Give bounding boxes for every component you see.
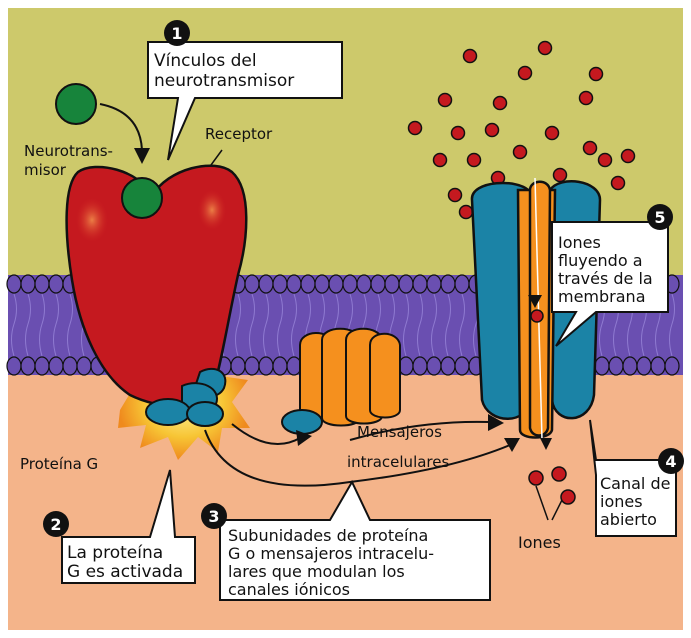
- lipid-head: [231, 357, 245, 375]
- lipid-head: [399, 357, 413, 375]
- ions-label: Iones: [518, 533, 561, 552]
- lipid-head: [413, 357, 427, 375]
- lipid-head: [441, 357, 455, 375]
- lipid-head: [7, 357, 21, 375]
- neurotransmitter-free: [56, 84, 96, 124]
- lipid-head: [595, 357, 609, 375]
- lipid-head: [21, 275, 35, 293]
- lipid-head: [49, 275, 63, 293]
- ion-in-channel: [531, 310, 543, 322]
- step-1-number: 1: [171, 24, 182, 43]
- lipid-head: [329, 275, 343, 293]
- g-protein-label: Proteína G: [20, 455, 98, 473]
- step-4-line-2: iones: [600, 492, 643, 511]
- step-4-number: 4: [665, 452, 676, 471]
- lipid-head: [259, 275, 273, 293]
- ion: [514, 146, 527, 159]
- lipid-head: [35, 357, 49, 375]
- lipid-head: [63, 357, 77, 375]
- lipid-head: [315, 275, 329, 293]
- lipid-head: [399, 275, 413, 293]
- neurotransmitter-label-1: Neurotrans-: [24, 142, 113, 160]
- lipid-head: [7, 275, 21, 293]
- ion: [580, 92, 593, 105]
- lipid-head: [623, 357, 637, 375]
- lipid-head: [35, 275, 49, 293]
- lipid-head: [21, 357, 35, 375]
- ion: [449, 189, 462, 202]
- step-4-line-1: Canal de: [600, 474, 670, 493]
- ion: [460, 206, 473, 219]
- ion: [554, 169, 567, 182]
- lipid-head: [245, 357, 259, 375]
- ion: [439, 94, 452, 107]
- lipid-head: [427, 275, 441, 293]
- step-5-line-2: fluyendo a: [558, 251, 643, 270]
- receptor-highlight-left: [76, 198, 108, 242]
- lipid-head: [455, 357, 469, 375]
- ion: [468, 154, 481, 167]
- ion: [519, 67, 532, 80]
- messengers-label-1: Mensajeros: [357, 423, 442, 441]
- lipid-head: [357, 275, 371, 293]
- step-4-line-3: abierto: [600, 510, 657, 529]
- ion: [584, 142, 597, 155]
- receptor-label: Receptor: [205, 125, 273, 143]
- lipid-head: [77, 357, 91, 375]
- step-1-line-1: Vínculos del: [154, 51, 257, 71]
- lipid-head: [455, 275, 469, 293]
- ion: [464, 50, 477, 63]
- messenger-subunit: [282, 410, 322, 434]
- step-2-number: 2: [50, 515, 61, 534]
- lipid-head: [49, 357, 63, 375]
- ion: [546, 127, 559, 140]
- step-2-line-2: G es activada: [67, 562, 183, 582]
- step-5-line-1: Iones: [558, 233, 601, 252]
- step-3-line-2: G o mensajeros intracelu-: [228, 544, 434, 563]
- ion: [612, 177, 625, 190]
- step-3-line-1: Subunidades de proteína: [228, 526, 428, 545]
- step-5-line-4: membrana: [558, 287, 646, 306]
- lipid-head: [609, 357, 623, 375]
- receptor-highlight-right: [198, 190, 226, 230]
- lipid-head: [273, 275, 287, 293]
- ion: [486, 124, 499, 137]
- lipid-head: [441, 275, 455, 293]
- step-5-line-3: través de la: [558, 269, 653, 288]
- lipid-head: [273, 357, 287, 375]
- lipid-head: [427, 357, 441, 375]
- step-3-line-4: canales iónicos: [228, 580, 350, 599]
- lipid-head: [385, 275, 399, 293]
- step-5-number: 5: [654, 208, 665, 227]
- neurotransmitter-label-2: misor: [24, 161, 67, 179]
- lipid-head: [245, 275, 259, 293]
- messengers-label-2: intracelulares: [347, 453, 449, 471]
- lipid-head: [259, 357, 273, 375]
- step-2-line-1: La proteína: [67, 543, 163, 563]
- intracellular-messenger-protein: [300, 329, 400, 426]
- lipid-head: [287, 275, 301, 293]
- lipid-head: [637, 357, 651, 375]
- ion: [539, 42, 552, 55]
- lipid-head: [665, 357, 679, 375]
- lipid-head: [371, 275, 385, 293]
- lipid-head: [301, 275, 315, 293]
- lipid-head: [343, 275, 357, 293]
- lipid-head: [287, 357, 301, 375]
- lipid-head: [413, 275, 427, 293]
- lipid-head: [651, 357, 665, 375]
- ion: [452, 127, 465, 140]
- ion: [434, 154, 447, 167]
- step-3-line-3: lares que modulan los: [228, 562, 405, 581]
- ion: [622, 150, 635, 163]
- neurotransmitter-bound: [122, 178, 162, 218]
- step-3-number: 3: [208, 507, 219, 526]
- ion: [599, 154, 612, 167]
- ion: [409, 122, 422, 135]
- ion: [494, 97, 507, 110]
- ion: [590, 68, 603, 81]
- step-1-line-2: neurotransmisor: [154, 71, 294, 91]
